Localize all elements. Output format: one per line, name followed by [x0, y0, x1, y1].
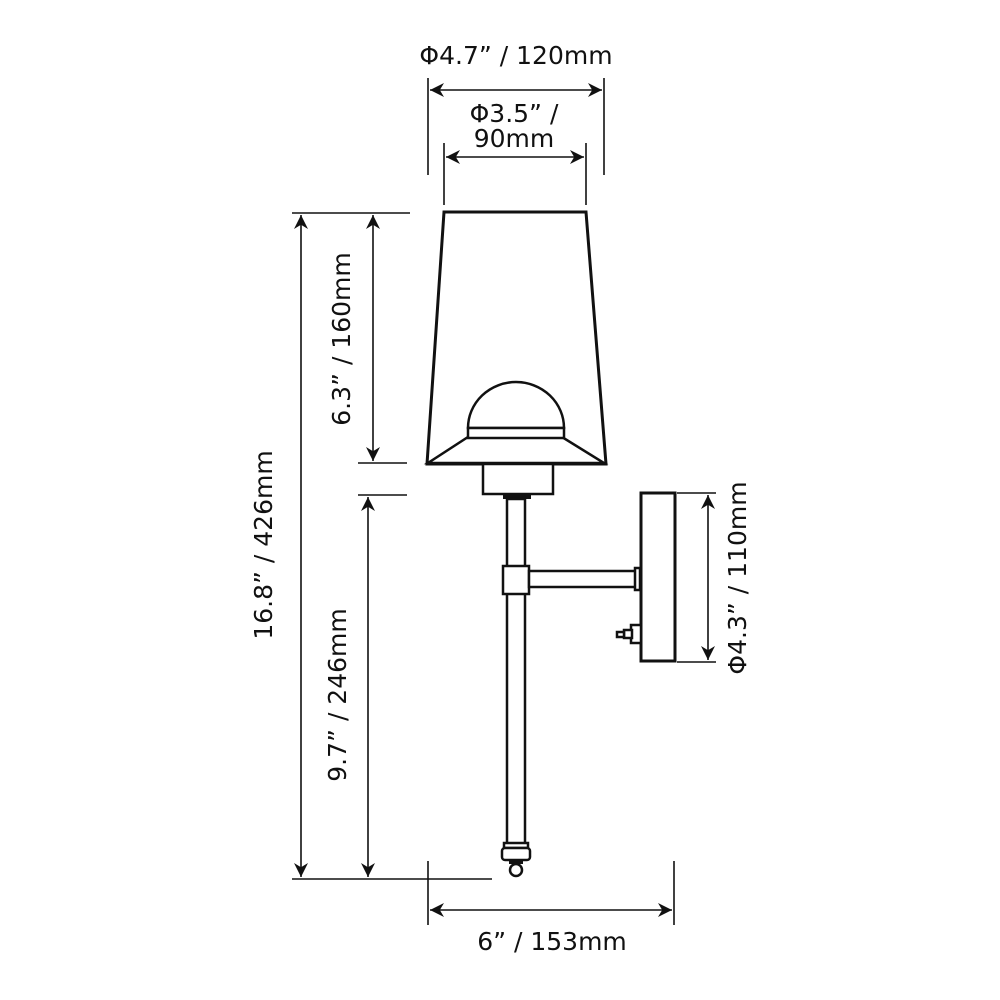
lamp-arm	[527, 566, 642, 592]
dim-total-height: 16.8” / 426mm	[249, 212, 492, 880]
wall-backplate	[615, 491, 677, 663]
label-shade-top-diameter: Φ4.7” / 120mm	[419, 41, 612, 70]
dim-shade-height: 6.3” / 160mm	[327, 215, 407, 464]
label-shade-bottom-diameter-1: Φ3.5” /	[470, 99, 559, 128]
label-stem-height: 9.7” / 246mm	[323, 608, 352, 781]
label-extension: 6” / 153mm	[477, 927, 627, 956]
lamp-stem	[500, 497, 532, 878]
lamp-socket	[481, 462, 555, 499]
lamp-shade	[423, 210, 609, 466]
dim-backplate-height: Φ4.3” / 110mm	[677, 481, 752, 675]
label-backplate-height: Φ4.3” / 110mm	[723, 481, 752, 674]
dim-stem-height: 9.7” / 246mm	[323, 494, 407, 877]
dim-extension: 6” / 153mm	[427, 861, 675, 956]
label-shade-bottom-diameter-2: 90mm	[474, 124, 555, 153]
label-shade-height: 6.3” / 160mm	[327, 252, 356, 425]
dim-shade-top-diameter: Φ4.7” / 120mm	[419, 41, 613, 175]
dim-shade-bottom-diameter: Φ3.5” / 90mm	[443, 99, 587, 205]
label-total-height: 16.8” / 426mm	[249, 450, 278, 639]
